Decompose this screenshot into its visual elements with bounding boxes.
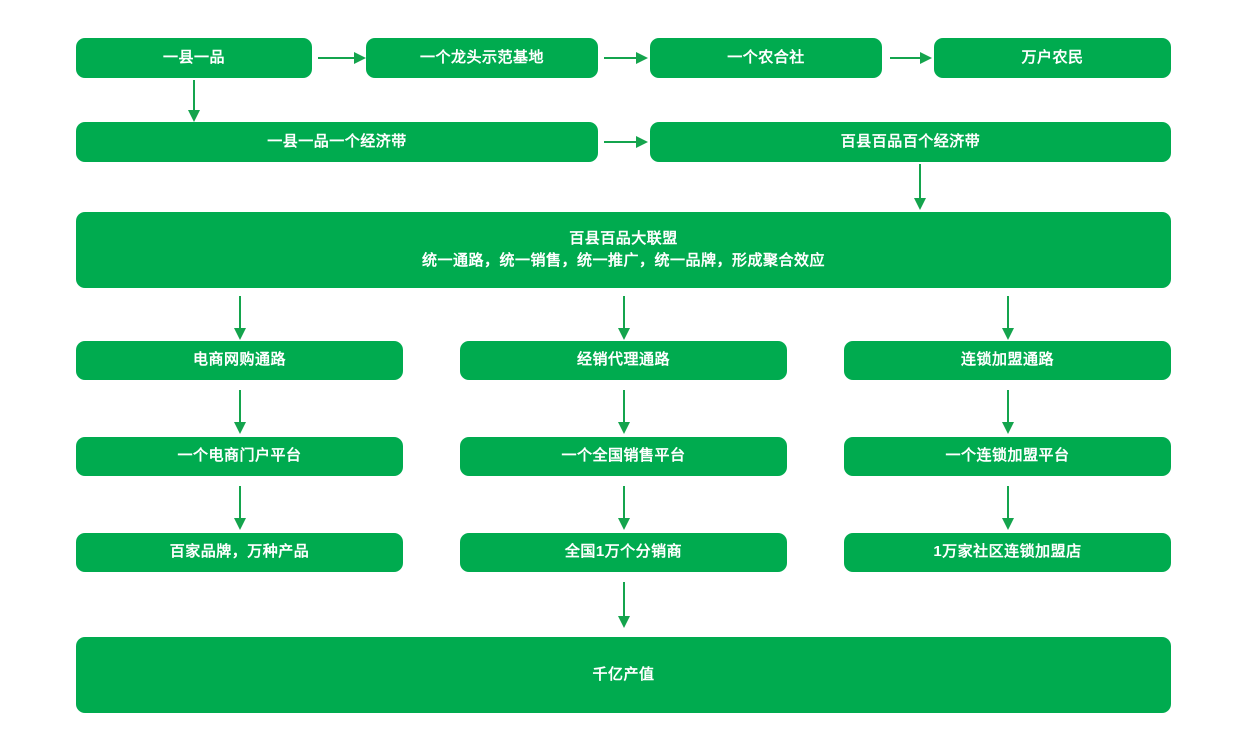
node-yixian-yipin-jingjidai[interactable]: 一县一品一个经济带 bbox=[76, 122, 598, 162]
node-label-title: 百县百品大联盟 bbox=[569, 229, 678, 247]
arrow-down-n7-n9 bbox=[616, 296, 632, 340]
node-label: 全国1万个分销商 bbox=[564, 543, 683, 561]
arrow-right-n2-n3 bbox=[604, 50, 648, 66]
node-liansuo-tonglu[interactable]: 连锁加盟通路 bbox=[844, 341, 1171, 380]
arrow-down-n10-n13 bbox=[1000, 390, 1016, 434]
arrow-down-n8-n11 bbox=[232, 390, 248, 434]
arrow-down-n15-n17 bbox=[616, 582, 632, 628]
node-longtou-jidi[interactable]: 一个龙头示范基地 bbox=[366, 38, 598, 78]
arrow-down-n7-n8 bbox=[232, 296, 248, 340]
node-label: 万户农民 bbox=[1021, 48, 1084, 66]
node-label: 1万家社区连锁加盟店 bbox=[933, 543, 1082, 561]
node-label: 一个龙头示范基地 bbox=[419, 48, 544, 66]
node-wanhu-nongmin[interactable]: 万户农民 bbox=[934, 38, 1171, 78]
arrow-down-n13-n16 bbox=[1000, 486, 1016, 530]
node-dianshang-pingtai[interactable]: 一个电商门户平台 bbox=[76, 437, 403, 476]
node-label: 一个电商门户平台 bbox=[177, 447, 302, 465]
node-baixian-baipin-jingjidai[interactable]: 百县百品百个经济带 bbox=[650, 122, 1171, 162]
node-label: 一个农合社 bbox=[727, 48, 805, 66]
node-label: 千亿产值 bbox=[592, 665, 655, 683]
node-nonghe-she[interactable]: 一个农合社 bbox=[650, 38, 882, 78]
node-dianshang-tonglu[interactable]: 电商网购通路 bbox=[76, 341, 403, 380]
node-label-subtitle: 统一通路，统一销售，统一推广，统一品牌，形成聚合效应 bbox=[421, 252, 825, 269]
arrow-down-n11-n14 bbox=[232, 486, 248, 530]
node-label: 连锁加盟通路 bbox=[960, 351, 1054, 369]
node-jingxiao-tonglu[interactable]: 经销代理通路 bbox=[460, 341, 787, 380]
node-label: 一个连锁加盟平台 bbox=[945, 447, 1070, 465]
arrow-down-n9-n12 bbox=[616, 390, 632, 434]
node-quanguo-xiaoshou-pingtai[interactable]: 一个全国销售平台 bbox=[460, 437, 787, 476]
arrow-right-n1-n2 bbox=[318, 50, 366, 66]
node-label: 一县一品 bbox=[162, 48, 225, 66]
arrow-down-n12-n15 bbox=[616, 486, 632, 530]
arrow-right-n3-n4 bbox=[890, 50, 932, 66]
node-qianyi-chanzhi[interactable]: 千亿产值 bbox=[76, 637, 1171, 713]
arrow-right-n5-n6 bbox=[604, 134, 648, 150]
node-quanguo-fenxiaoshang[interactable]: 全国1万个分销商 bbox=[460, 533, 787, 572]
node-label: 一个全国销售平台 bbox=[561, 447, 686, 465]
node-shequ-jiamengdian[interactable]: 1万家社区连锁加盟店 bbox=[844, 533, 1171, 572]
node-label: 百家品牌，万种产品 bbox=[169, 543, 310, 561]
arrow-down-n6-n7 bbox=[912, 164, 928, 210]
node-baijia-pinpai[interactable]: 百家品牌，万种产品 bbox=[76, 533, 403, 572]
arrow-down-n7-n10 bbox=[1000, 296, 1016, 340]
node-label: 一县一品一个经济带 bbox=[267, 132, 407, 150]
arrow-down-n1-n5 bbox=[186, 80, 202, 122]
node-label: 经销代理通路 bbox=[576, 351, 670, 369]
node-baixian-baipin-dalianmeng[interactable]: 百县百品大联盟 统一通路，统一销售，统一推广，统一品牌，形成聚合效应 bbox=[76, 212, 1171, 288]
node-label: 电商网购通路 bbox=[192, 351, 286, 369]
node-label: 百县百品百个经济带 bbox=[840, 132, 981, 150]
node-liansuo-jiameng-pingtai[interactable]: 一个连锁加盟平台 bbox=[844, 437, 1171, 476]
node-yixian-yipin[interactable]: 一县一品 bbox=[76, 38, 312, 78]
